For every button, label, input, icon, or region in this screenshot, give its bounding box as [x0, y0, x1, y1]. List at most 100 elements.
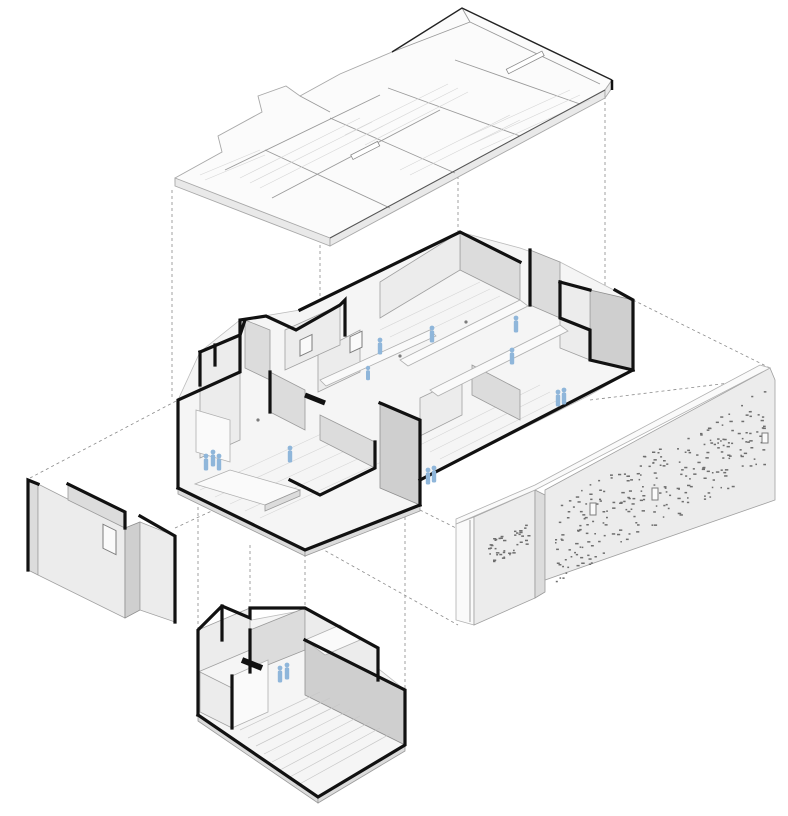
perforation-mark	[556, 548, 559, 551]
perforation-mark	[761, 427, 764, 429]
perforation-mark	[689, 478, 691, 480]
perforation-mark	[500, 535, 504, 538]
perforation-mark	[590, 545, 594, 547]
perforation-mark	[619, 502, 623, 504]
perforation-mark	[643, 498, 646, 501]
perforation-mark	[658, 448, 662, 450]
perforation-mark	[562, 577, 565, 579]
perforation-mark	[749, 465, 753, 467]
perforation-mark	[558, 564, 562, 566]
perforation-mark	[755, 463, 757, 466]
perforation-mark	[640, 490, 643, 492]
perforation-mark	[731, 429, 734, 432]
perforation-mark	[603, 534, 606, 537]
perforation-mark	[727, 442, 730, 444]
perforation-mark	[525, 543, 529, 545]
perforation-mark	[684, 466, 688, 469]
people-figures	[203, 315, 567, 485]
perforation-mark	[648, 465, 651, 468]
perforation-mark	[582, 514, 586, 516]
perforation-mark	[603, 490, 606, 493]
lower-auditorium-layer	[195, 604, 407, 804]
perforation-mark	[625, 538, 629, 541]
west-wall-panel	[26, 477, 177, 624]
perforation-mark	[731, 485, 735, 488]
perforation-mark	[669, 494, 672, 497]
perforation-mark	[706, 470, 710, 473]
perforation-mark	[677, 448, 679, 450]
perforation-mark	[693, 473, 697, 475]
perforation-mark	[662, 465, 666, 467]
perforation-mark	[704, 495, 706, 497]
perforation-mark	[599, 498, 602, 501]
person-icon	[431, 465, 437, 483]
perforation-mark	[655, 477, 658, 479]
perforation-mark	[702, 467, 706, 469]
perforation-mark	[740, 455, 744, 458]
perforation-mark	[706, 429, 710, 431]
perforation-mark	[587, 554, 590, 557]
perforation-mark	[560, 504, 564, 507]
perforation-mark	[710, 442, 714, 444]
perforation-mark	[575, 553, 579, 556]
perforation-mark	[696, 454, 699, 456]
person-icon	[377, 337, 383, 355]
perforation-mark	[493, 560, 496, 563]
perforation-mark	[728, 413, 731, 415]
perforation-mark	[564, 559, 567, 561]
perforation-mark	[576, 564, 580, 567]
perforation-mark	[567, 511, 571, 513]
perforation-mark	[743, 452, 748, 455]
perforation-mark	[527, 535, 531, 537]
perforation-mark	[684, 451, 687, 453]
perforation-mark	[751, 395, 754, 398]
perforation-mark	[720, 451, 724, 453]
perforation-mark	[625, 508, 628, 511]
perforation-mark	[630, 508, 633, 510]
perforation-mark	[633, 515, 636, 518]
perforation-mark	[701, 468, 705, 471]
east-facade	[455, 364, 776, 626]
perforation-mark	[555, 539, 558, 541]
perforation-mark	[620, 541, 622, 543]
perforation-mark	[679, 514, 683, 516]
perforation-mark	[741, 404, 743, 407]
perforation-mark	[590, 562, 593, 564]
perforation-mark	[747, 441, 750, 443]
perforation-mark	[703, 498, 707, 500]
perforation-mark	[612, 501, 616, 504]
perforation-mark	[745, 441, 747, 443]
panel-window	[102, 523, 117, 556]
perforation-mark	[687, 497, 689, 499]
perforation-mark	[577, 501, 581, 503]
perforation-mark	[586, 524, 589, 526]
perforation-mark	[502, 551, 506, 554]
perforation-mark	[642, 486, 644, 488]
perforation-mark	[602, 552, 605, 554]
perforation-mark	[762, 449, 766, 451]
perforation-mark	[598, 540, 601, 543]
perforation-mark	[519, 531, 523, 534]
perforation-mark	[660, 456, 663, 458]
perforation-mark	[677, 512, 682, 515]
perforation-mark	[558, 521, 562, 524]
perforation-mark	[489, 547, 493, 549]
perforation-mark	[760, 419, 764, 422]
perforation-mark	[644, 456, 647, 458]
perforation-mark	[513, 549, 515, 552]
perforation-mark	[711, 472, 714, 474]
perforation-mark	[639, 465, 642, 467]
perforation-mark	[572, 506, 575, 508]
perforation-mark	[561, 534, 565, 536]
person-icon	[210, 449, 216, 467]
perforation-mark	[749, 440, 753, 442]
perforation-mark	[579, 510, 583, 513]
perforation-mark	[726, 445, 730, 448]
perforation-mark	[509, 553, 511, 556]
perforation-mark	[706, 451, 710, 454]
perforation-mark	[722, 444, 725, 447]
perforation-mark	[724, 469, 729, 471]
perforation-mark	[575, 496, 580, 498]
perforation-mark	[606, 516, 608, 519]
perforation-mark	[657, 452, 660, 454]
